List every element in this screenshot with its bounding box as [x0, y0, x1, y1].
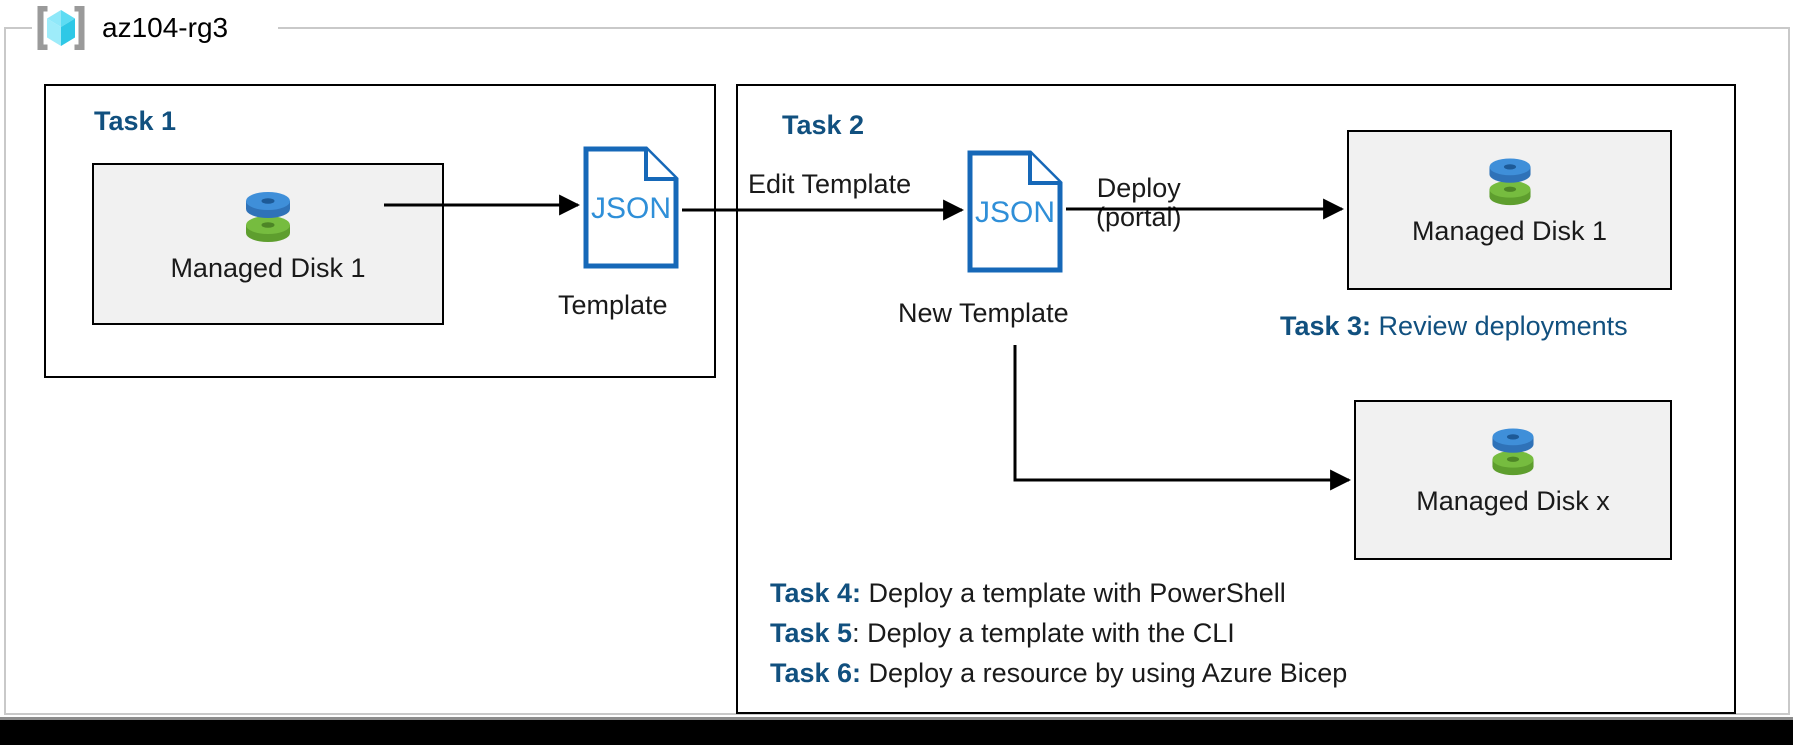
managed-disk-icon [1488, 158, 1531, 206]
task-5-key: Task 5 [770, 618, 853, 648]
json-doc-label-2: JSON [975, 196, 1055, 229]
managed-disk-1-source-box: Managed Disk 1 [92, 163, 444, 325]
managed-disk-1-deployed-label: Managed Disk 1 [1411, 216, 1608, 246]
template-caption: Template [558, 290, 668, 320]
resource-group-boundary [4, 27, 1790, 715]
new-template-caption: New Template [898, 298, 1069, 328]
task-1-panel [44, 84, 716, 378]
resource-group-name: az104-rg3 [102, 12, 229, 43]
deploy-label-line-2: (portal) [1096, 202, 1182, 233]
resource-group-header: az104-rg3 [34, 0, 228, 56]
deploy-label-line-1: Deploy [1096, 173, 1181, 203]
resource-group-border-stub-left [4, 27, 32, 29]
azure-resource-group-cube-icon [37, 6, 85, 50]
json-doc-label-1: JSON [591, 192, 671, 225]
task-1-heading: Task 1 [94, 106, 177, 136]
managed-disk-icon [246, 192, 290, 242]
task-2-heading: Task 2 [782, 110, 865, 140]
deploy-portal-connector-label: Deploy (portal) [1096, 173, 1182, 233]
bottom-bar [0, 720, 1793, 745]
task-6-note: Task 6: Deploy a resource by using Azure… [770, 660, 1347, 687]
task-5-note: Task 5: Deploy a template with the CLI [770, 620, 1235, 647]
edit-template-connector-label: Edit Template [748, 169, 912, 199]
task-4-key: Task 4: [770, 578, 862, 608]
managed-disk-icon [1492, 428, 1534, 476]
bottom-rule [0, 717, 1793, 720]
managed-disk-x-box: Managed Disk x [1354, 400, 1672, 560]
task-4-text: Deploy a template with PowerShell [861, 578, 1286, 608]
managed-disk-1-source-label: Managed Disk 1 [170, 253, 366, 283]
task-6-key: Task 6: [770, 658, 862, 688]
managed-disk-1-deployed-box: Managed Disk 1 [1347, 130, 1672, 290]
task-3-key: Task 3: [1280, 311, 1372, 341]
task-5-text: : Deploy a template with the CLI [852, 618, 1235, 648]
resource-group-border-rule-right [278, 27, 1790, 29]
task-3-text: Review deployments [1371, 311, 1628, 341]
managed-disk-x-label: Managed Disk x [1416, 486, 1610, 516]
task-3-note: Task 3: Review deployments [1280, 313, 1628, 340]
json-document-icon: JSON [967, 150, 1063, 273]
json-document-icon: JSON [583, 146, 679, 269]
task-2-panel [736, 84, 1736, 714]
task-4-note: Task 4: Deploy a template with PowerShel… [770, 580, 1286, 607]
task-6-text: Deploy a resource by using Azure Bicep [861, 658, 1348, 688]
